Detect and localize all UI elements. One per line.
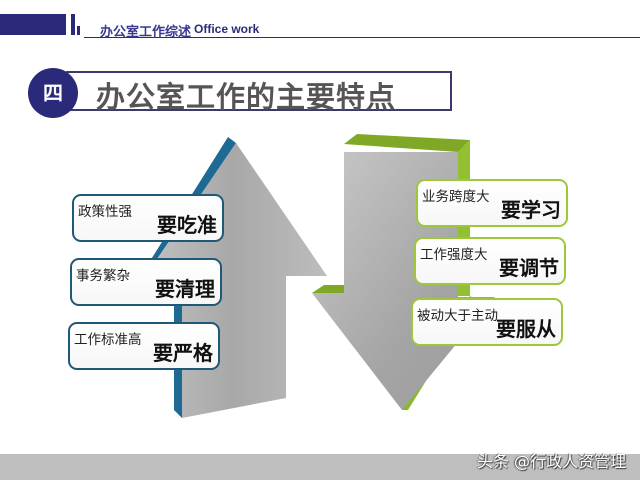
feature-card-policy: 政策性强 要吃准 xyxy=(72,194,224,242)
feature-label: 政策性强 xyxy=(78,204,132,220)
header-tick xyxy=(71,14,75,35)
section-number-badge xyxy=(28,68,78,118)
header-title: 办公室工作综述 xyxy=(100,25,192,40)
feature-card-standard: 工作标准高 要严格 xyxy=(68,322,220,370)
feature-card-intensity: 工作强度大 要调节 xyxy=(414,237,566,285)
feature-action: 要调节 xyxy=(499,256,559,280)
feature-label: 被动大于主动 xyxy=(417,308,498,324)
feature-label: 工作标准高 xyxy=(74,332,142,348)
feature-label: 工作强度大 xyxy=(420,247,488,263)
feature-card-passive: 被动大于主动 要服从 xyxy=(411,298,563,346)
header-subtitle: Office work xyxy=(194,22,260,36)
watermark: 头条 @行政人资管理 xyxy=(476,452,626,471)
feature-action: 要服从 xyxy=(496,317,556,341)
feature-label: 事务繁杂 xyxy=(76,268,130,284)
feature-action: 要清理 xyxy=(155,277,215,301)
header-bar xyxy=(0,14,66,35)
feature-card-affairs: 事务繁杂 要清理 xyxy=(70,258,222,306)
section-title: 办公室工作的主要特点 xyxy=(96,80,397,114)
feature-action: 要学习 xyxy=(501,198,561,222)
footer-bar xyxy=(0,454,640,480)
section-number: 四 xyxy=(43,81,63,105)
feature-label: 业务跨度大 xyxy=(422,189,490,205)
feature-action: 要吃准 xyxy=(157,213,217,237)
feature-action: 要严格 xyxy=(153,341,213,365)
header-tick-small xyxy=(77,26,80,35)
feature-card-business-span: 业务跨度大 要学习 xyxy=(416,179,568,227)
header-underline xyxy=(84,37,640,38)
